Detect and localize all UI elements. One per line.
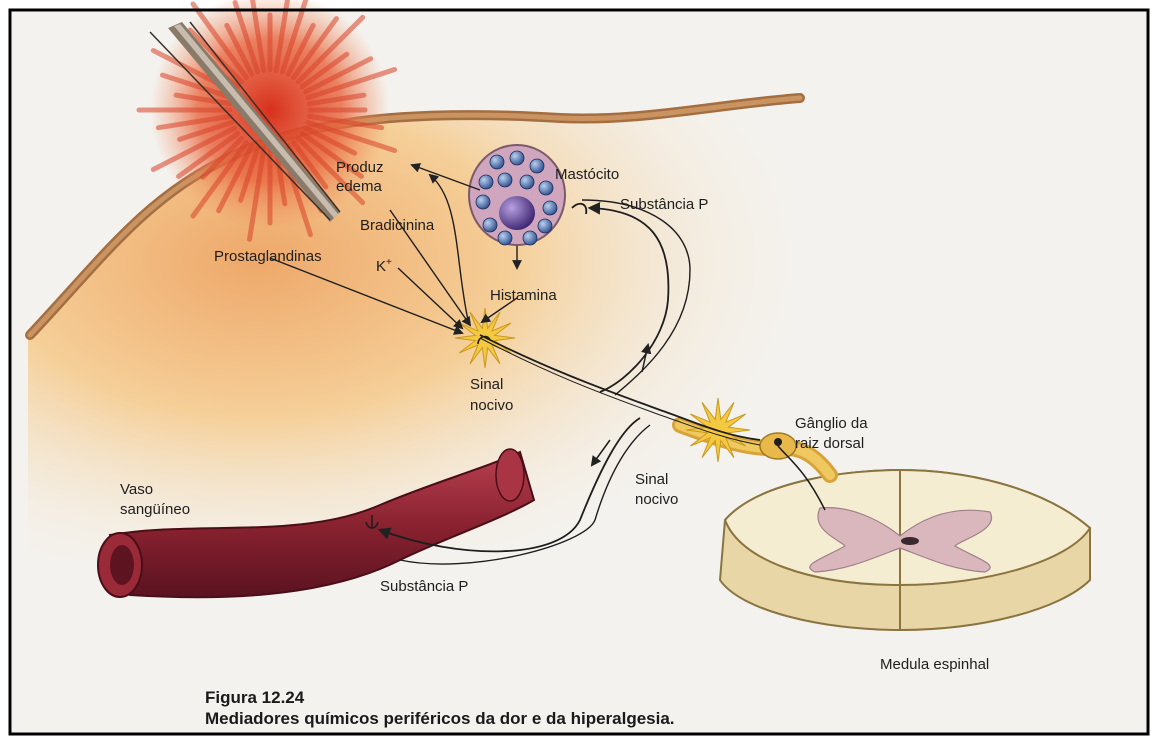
- caption-title: Mediadores químicos periféricos da dor e…: [205, 709, 675, 729]
- granule: [498, 231, 512, 245]
- granule: [523, 231, 537, 245]
- label-histamina: Histamina: [490, 286, 557, 305]
- label-vaso-2: sangüíneo: [120, 500, 190, 519]
- label-sinal-2: Sinal: [635, 470, 668, 489]
- granule: [510, 151, 524, 165]
- label-nocivo-1: nocivo: [470, 396, 513, 415]
- granule: [483, 218, 497, 232]
- granule: [539, 181, 553, 195]
- mast-cell: [469, 145, 565, 245]
- label-prostaglandinas: Prostaglandinas: [214, 247, 322, 266]
- granule: [476, 195, 490, 209]
- label-bradicinina: Bradicinina: [360, 216, 434, 235]
- central-canal: [901, 537, 919, 545]
- caption-number: Figura 12.24: [205, 688, 304, 708]
- granule: [538, 219, 552, 233]
- label-nocivo-2: nocivo: [635, 490, 678, 509]
- label-ganglio-2: raiz dorsal: [795, 434, 864, 453]
- label-substancia-p-top: Substância P: [620, 195, 708, 214]
- label-vaso-1: Vaso: [120, 480, 153, 499]
- label-substancia-p-bottom: Substância P: [380, 577, 468, 596]
- label-k: K+: [376, 253, 392, 276]
- label-edema: edema: [336, 177, 382, 196]
- mast-cell-nucleus: [499, 196, 535, 230]
- label-produz: Produz: [336, 158, 384, 177]
- granule: [543, 201, 557, 215]
- granule: [479, 175, 493, 189]
- granule: [498, 173, 512, 187]
- label-sinal-1: Sinal: [470, 375, 503, 394]
- label-ganglio-1: Gânglio da: [795, 414, 868, 433]
- granule: [530, 159, 544, 173]
- label-medula: Medula espinhal: [880, 655, 989, 674]
- granule: [520, 175, 534, 189]
- spinal-cord: [720, 470, 1090, 630]
- label-mastocito: Mastócito: [555, 165, 619, 184]
- granule: [490, 155, 504, 169]
